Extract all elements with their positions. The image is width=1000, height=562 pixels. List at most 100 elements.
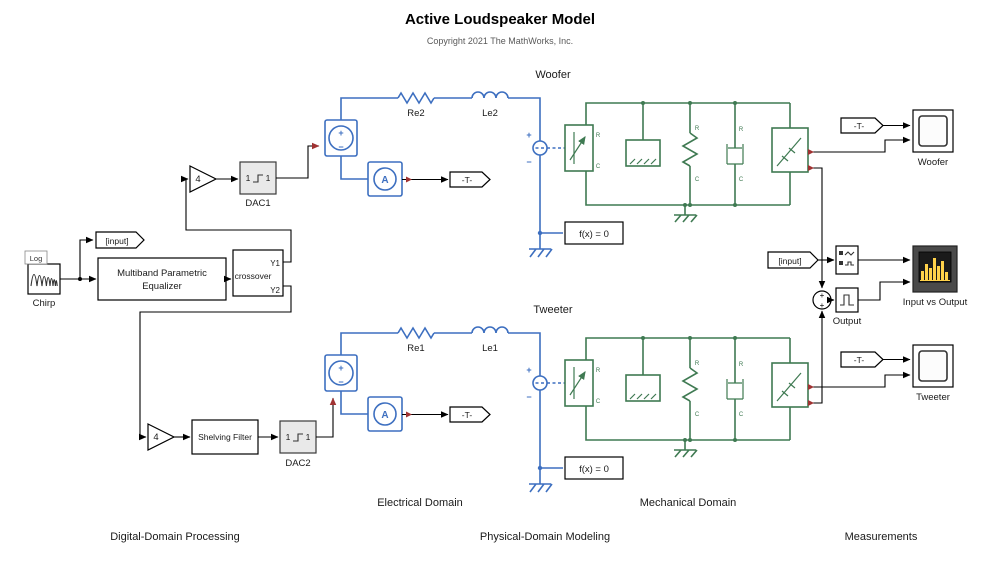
tweeter-spring-block[interactable]	[681, 338, 699, 440]
ammeter-letter: A	[381, 175, 388, 186]
ps-converter-arrow	[406, 176, 412, 183]
source-minus: −	[338, 377, 343, 387]
gain-tweeter-value: 4	[153, 432, 158, 443]
sum-block[interactable]: + +	[812, 290, 832, 310]
dac2-label: DAC2	[285, 458, 310, 469]
junction-dot	[733, 438, 737, 442]
converter-arrow-icon	[569, 135, 586, 161]
dac2-block[interactable]: 1 1 DAC2	[279, 420, 317, 469]
tweeter-motion-sensor-block[interactable]	[771, 362, 809, 408]
source-minus: −	[338, 142, 343, 152]
wire-mech-top	[585, 102, 790, 125]
port-c-label: C	[739, 177, 744, 183]
woofer-voltage-source-block[interactable]: + −	[324, 119, 358, 157]
tweeter-converter-block[interactable]	[564, 359, 594, 407]
spring-icon	[681, 132, 699, 167]
diagonal-spring-icon	[776, 137, 802, 167]
dac2-step-icon	[293, 433, 303, 442]
goto-woofer-tag[interactable]: -T-	[449, 171, 491, 188]
junction-dot	[641, 101, 645, 105]
goto-tweeter-tag[interactable]: -T-	[449, 406, 491, 423]
spectrum-analyzer-block[interactable]: Input vs Output	[903, 245, 968, 308]
woofer-solver-block[interactable]: f(x) = 0	[564, 221, 624, 245]
tweeter-mechanical-ground-icon[interactable]	[674, 440, 698, 458]
tweeter-node-circle	[532, 375, 548, 391]
woofer-mass-block[interactable]	[625, 139, 661, 167]
junction-dot	[688, 336, 692, 340]
woofer-converter-block[interactable]	[564, 124, 594, 172]
port-r-label: R	[695, 361, 700, 367]
woofer-electrical-ground-icon[interactable]	[529, 233, 553, 258]
woofer-scope-block[interactable]: Woofer	[912, 109, 954, 168]
chirp-label: Chirp	[33, 298, 56, 309]
node-minus: −	[526, 157, 531, 167]
scope-screen	[918, 115, 948, 147]
port-c-label: C	[739, 412, 744, 418]
damper-icon	[726, 379, 744, 400]
equalizer-block[interactable]: Multiband Parametric Equalizer	[97, 257, 227, 301]
tweeter-voltage-source-block[interactable]: + −	[324, 354, 358, 392]
tweeter-electrical-ground-icon[interactable]	[529, 468, 553, 493]
log-badge	[24, 250, 48, 265]
crossover-block[interactable]: crossover Y1 Y2	[232, 249, 284, 297]
from-input-tag[interactable]: [input]	[767, 251, 819, 269]
tweeter-damper-block[interactable]	[726, 338, 744, 440]
crossover-label: crossover	[235, 271, 272, 281]
tweeter-current-sensor-block[interactable]: A	[367, 396, 403, 432]
wire-source-to-sensor	[340, 391, 368, 415]
selector-icon2	[839, 261, 843, 265]
ps-converter-arrow	[406, 411, 412, 418]
junction-dot	[688, 203, 692, 207]
wire-y1-to-gain	[180, 175, 292, 263]
header: Active Loudspeaker Model Copyright 2021 …	[405, 11, 595, 46]
woofer-current-sensor-block[interactable]: A	[367, 161, 403, 197]
mass-hatch-icon	[629, 158, 657, 165]
dac2-port-out: 1	[306, 432, 311, 442]
dac2-port-in: 1	[286, 432, 291, 442]
woofer-inductor-icon	[471, 91, 509, 99]
tweeter-inductor-label: Le1	[482, 343, 498, 354]
chirp-block[interactable]: Log Chirp	[24, 250, 61, 309]
wire-tweeter-top	[340, 332, 398, 355]
tweeter-inductor-icon	[471, 326, 509, 334]
equalizer-label-line2: Equalizer	[142, 281, 182, 292]
wire-dac1-to-source	[276, 142, 320, 179]
wire-mech-bottom	[585, 406, 790, 441]
wire-chirp-to-input-goto	[79, 236, 94, 279]
wire-dac2-to-source	[316, 397, 337, 438]
tweeter-scope-block[interactable]: Tweeter	[912, 344, 954, 403]
ps-converter-arrow	[808, 384, 814, 390]
output-pulse-block[interactable]: Output	[833, 287, 862, 327]
source-plus: +	[338, 128, 343, 138]
woofer-solver-label: f(x) = 0	[579, 229, 609, 240]
woofer-spring-block[interactable]	[681, 103, 699, 205]
selector-icon	[839, 251, 843, 255]
from-woofer-tag[interactable]: -T-	[840, 117, 884, 134]
woofer-mechanical-ground-icon[interactable]	[674, 205, 698, 223]
junction-dot	[733, 203, 737, 207]
port-c-label: C	[596, 164, 601, 170]
goto-input-tag[interactable]: [input]	[95, 231, 145, 249]
gain-tweeter-block[interactable]: 4	[147, 423, 176, 451]
signal-selector-block[interactable]	[835, 245, 859, 275]
wire-woofer-right	[508, 97, 541, 233]
woofer-damper-block[interactable]	[726, 103, 744, 205]
gain-woofer-block[interactable]: 4	[189, 165, 218, 193]
tweeter-mass-block[interactable]	[625, 374, 661, 402]
tweeter-scope-label: Tweeter	[916, 392, 950, 403]
junction-dot	[641, 336, 645, 340]
ps-converter-arrow	[808, 165, 814, 171]
from-tweeter-tag[interactable]: -T-	[840, 351, 884, 368]
dac1-port-out: 1	[266, 173, 271, 183]
gain-woofer-value: 4	[195, 174, 200, 185]
branch-dot	[78, 277, 82, 281]
dac1-block[interactable]: 1 1 DAC1	[239, 161, 277, 209]
port-r-label: R	[739, 362, 744, 368]
tweeter-solver-block[interactable]: f(x) = 0	[564, 456, 624, 480]
woofer-motion-sensor-block[interactable]	[771, 127, 809, 173]
woofer-electrical: + − Re2 Le2 + − A -T- f(x) = 0	[324, 91, 624, 258]
model-title: Active Loudspeaker Model	[405, 11, 595, 28]
goto-woofer-label: -T-	[462, 175, 473, 185]
shelving-filter-block[interactable]: Shelving Filter	[191, 419, 259, 455]
